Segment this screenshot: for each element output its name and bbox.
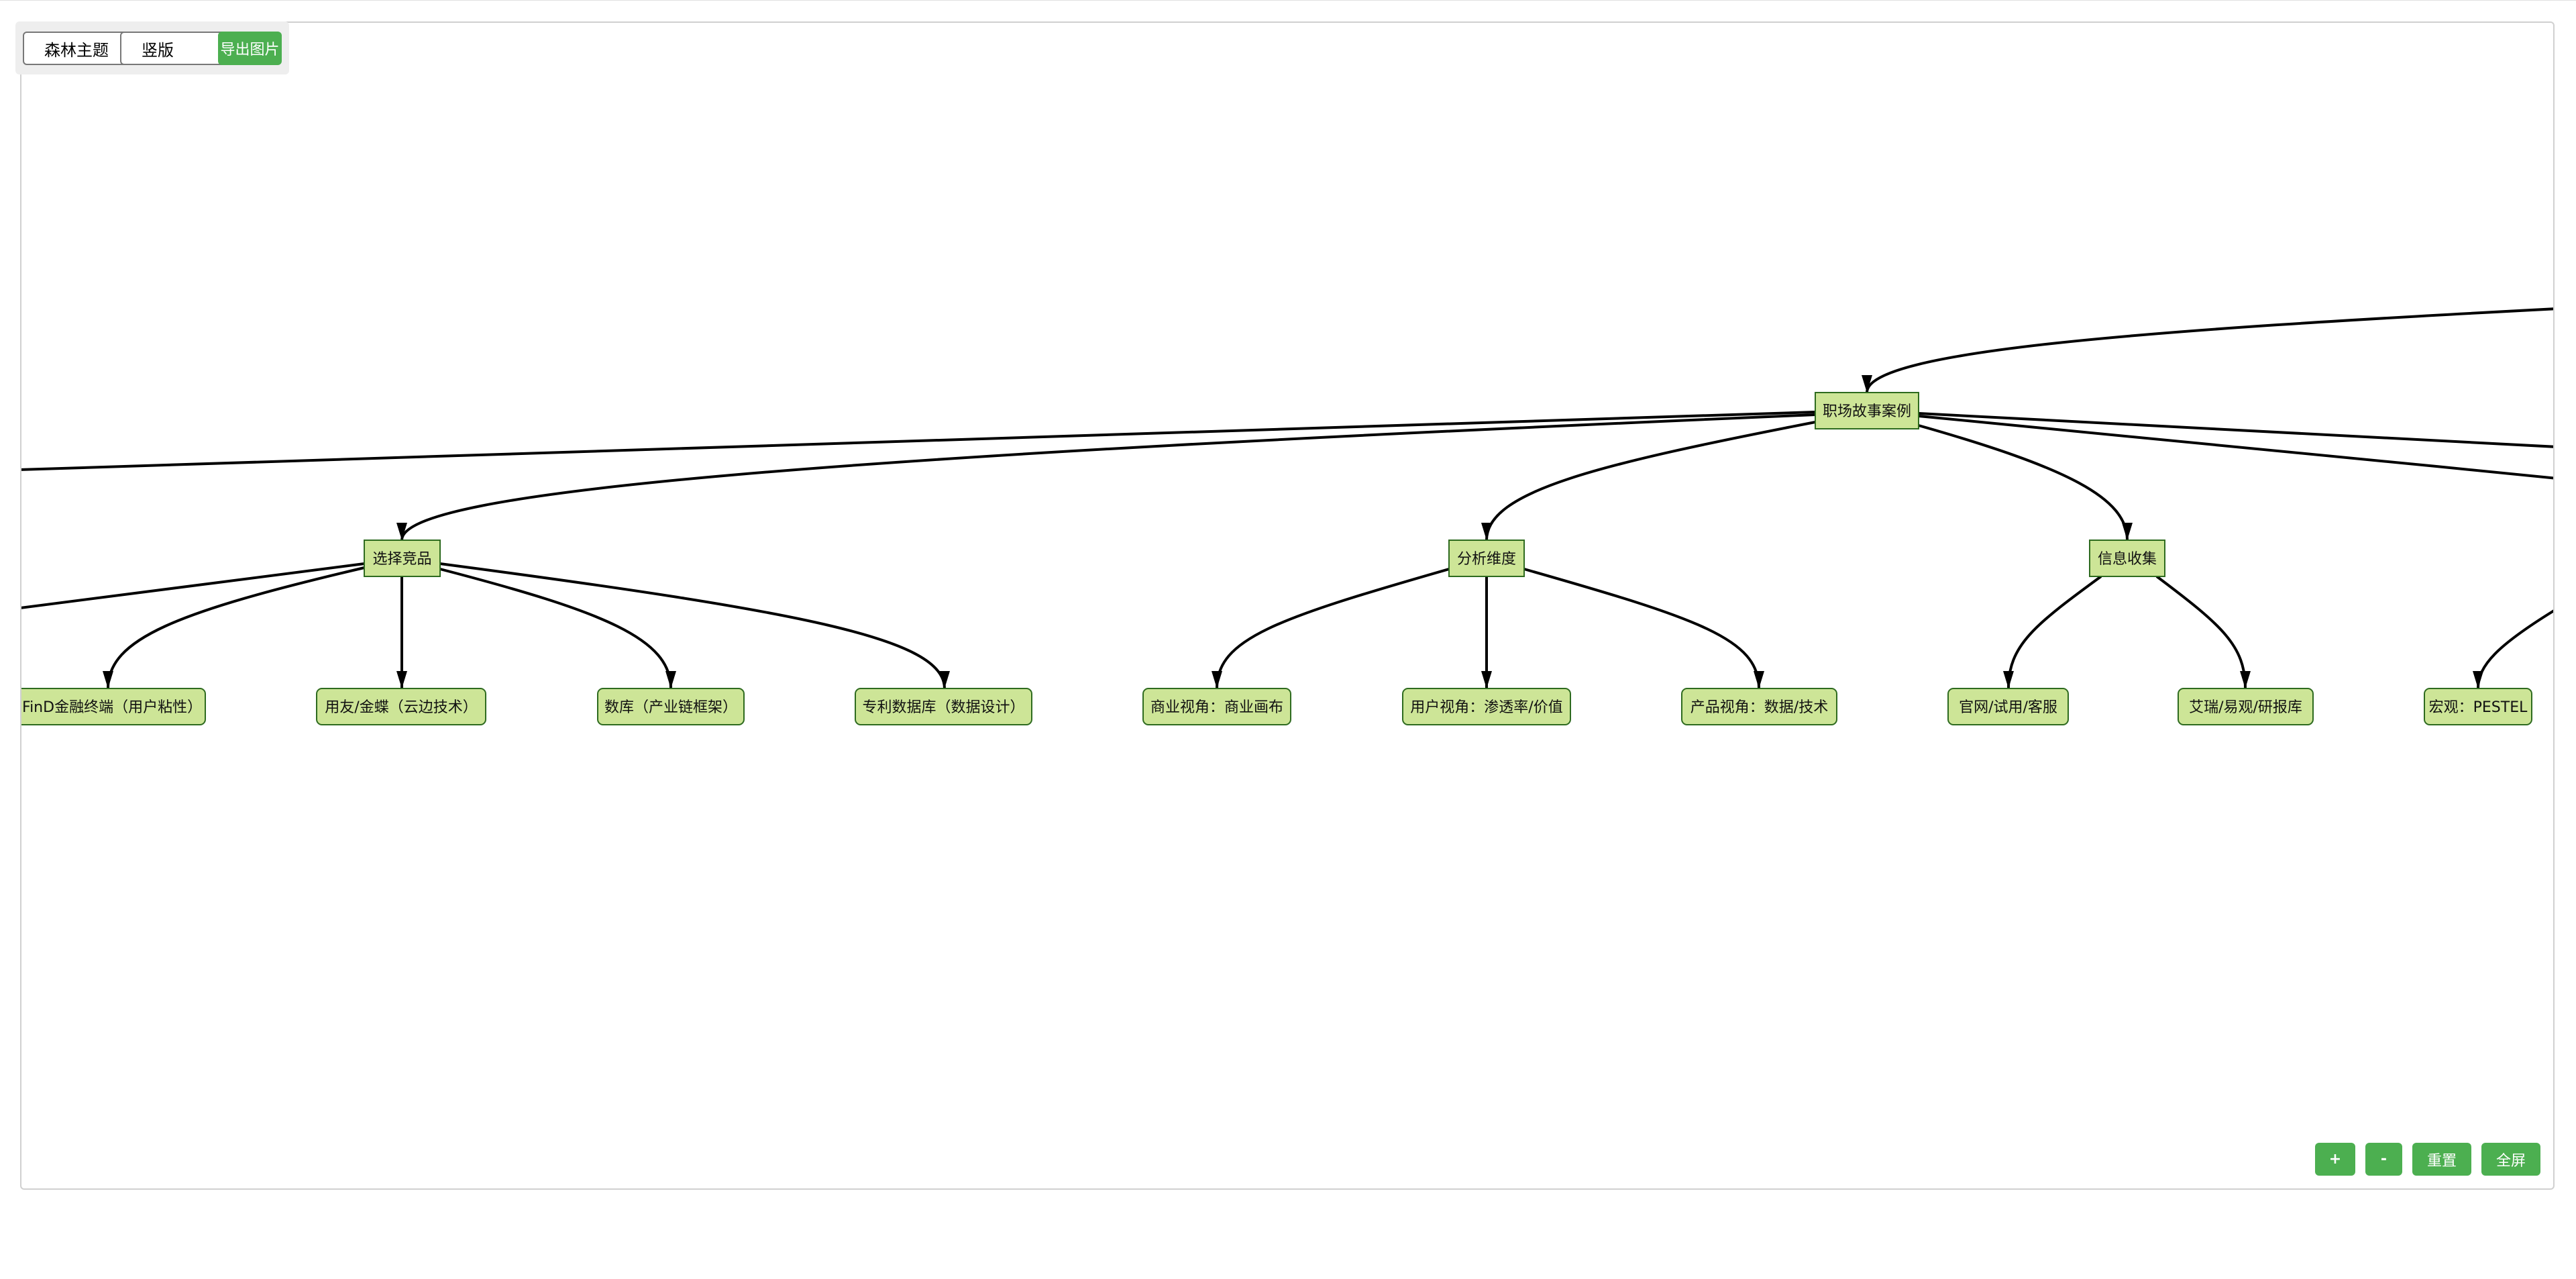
node-label: 专利数据库（数据设计）: [862, 699, 1024, 716]
mindmap-node[interactable]: 数库（产业链框架）: [597, 688, 745, 725]
export-image-button[interactable]: 导出图片: [218, 32, 282, 65]
edge-root-to-offscreen-right-1: [1918, 412, 2553, 448]
edge-root-to-analysis: [1481, 421, 1816, 541]
edge-offscreen-to-root: [1862, 307, 2553, 393]
edges: [21, 307, 2553, 689]
edge-select-to-ifind: [103, 566, 365, 689]
toolbar: 森林主题 ⌄ 竖版 ⌄ 导出图片: [15, 21, 289, 74]
edge-root-to-select: [396, 413, 1816, 541]
mindmap-node[interactable]: iFinD金融终端（用户粘性）: [21, 688, 206, 725]
node-box: [21, 688, 206, 725]
mindmap-node[interactable]: 宏观：PESTEL: [2424, 688, 2532, 725]
mindmap-node[interactable]: 职场故事案例: [1815, 392, 1919, 429]
zoom-out-button[interactable]: -: [2365, 1143, 2402, 1176]
zoom-in-button[interactable]: +: [2315, 1143, 2355, 1176]
node-label: 官网/试用/客服: [1959, 699, 2057, 716]
edge-select-to-shuku: [439, 568, 676, 689]
node-box: [1815, 392, 1919, 429]
node-box: [1947, 688, 2069, 725]
node-label: iFinD金融终端（用户粘性）: [21, 699, 202, 716]
fullscreen-button[interactable]: 全屏: [2481, 1143, 2540, 1176]
node-label: 分析维度: [1457, 551, 1516, 568]
mindmap-node[interactable]: 信息收集: [2089, 540, 2165, 577]
mindmap-node[interactable]: 产品视角：数据/技术: [1681, 688, 1837, 725]
node-box: [2089, 540, 2165, 577]
node-label: 职场故事案例: [1823, 403, 1911, 420]
node-label: 信息收集: [2098, 551, 2157, 568]
edge-info-to-official: [2003, 575, 2102, 689]
node-label: 艾瑞/易观/研报库: [2189, 699, 2302, 716]
edge-info-to-iresearch: [2155, 575, 2251, 689]
edge-offscreen-to-macro: [2473, 609, 2553, 689]
node-label: 用户视角：渗透率/价值: [1410, 699, 1562, 716]
edge-root-to-offscreen-left: [21, 411, 1816, 471]
node-label: 选择竞品: [372, 551, 431, 568]
mindmap-node[interactable]: 艾瑞/易观/研报库: [2178, 688, 2314, 725]
mindmap-node[interactable]: 分析维度: [1448, 540, 1525, 577]
mindmap-canvas[interactable]: 职场故事案例选择竞品 分析维度 信息收集 iFinD金融终端（用户粘性） 用友/金蝶（云…: [20, 21, 2555, 1190]
mindmap-node[interactable]: 选择竞品: [364, 540, 441, 577]
mindmap-node[interactable]: 专利数据库（数据设计）: [855, 688, 1032, 725]
node-box: [855, 688, 1032, 725]
node-box: [1448, 540, 1525, 577]
edge-select-to-patent: [439, 562, 950, 689]
mindmap-node[interactable]: 用友/金蝶（云边技术）: [316, 688, 486, 725]
mindmap-node[interactable]: 官网/试用/客服: [1947, 688, 2069, 725]
node-label: 商业视角：商业画布: [1150, 699, 1283, 716]
node-box: [1402, 688, 1571, 725]
reset-button[interactable]: 重置: [2412, 1143, 2471, 1176]
edge-select-to-offscreen-left: [21, 562, 365, 609]
node-box: [2178, 688, 2314, 725]
mindmap-node[interactable]: 商业视角：商业画布: [1142, 688, 1291, 725]
page-top-divider: [0, 0, 2576, 1]
node-box: [364, 540, 441, 577]
layout-select-value: 竖版: [142, 40, 174, 60]
node-label: 用友/金蝶（云边技术）: [325, 699, 477, 716]
mindmap-node[interactable]: 用户视角：渗透率/价值: [1402, 688, 1571, 725]
edge-root-to-info: [1918, 424, 2133, 541]
node-box: [597, 688, 745, 725]
theme-select-value: 森林主题: [44, 40, 109, 60]
edge-analysis-to-business: [1212, 568, 1450, 689]
edge-analysis-to-product: [1523, 568, 1764, 689]
node-box: [2424, 688, 2532, 725]
node-box: [1681, 688, 1837, 725]
node-label: 数库（产业链框架）: [604, 699, 737, 716]
node-box: [316, 688, 486, 725]
node-box: [1142, 688, 1291, 725]
node-label: 产品视角：数据/技术: [1690, 699, 1828, 716]
edge-root-to-offscreen-right-2: [1918, 415, 2553, 480]
node-label: 宏观：PESTEL: [2429, 699, 2528, 716]
